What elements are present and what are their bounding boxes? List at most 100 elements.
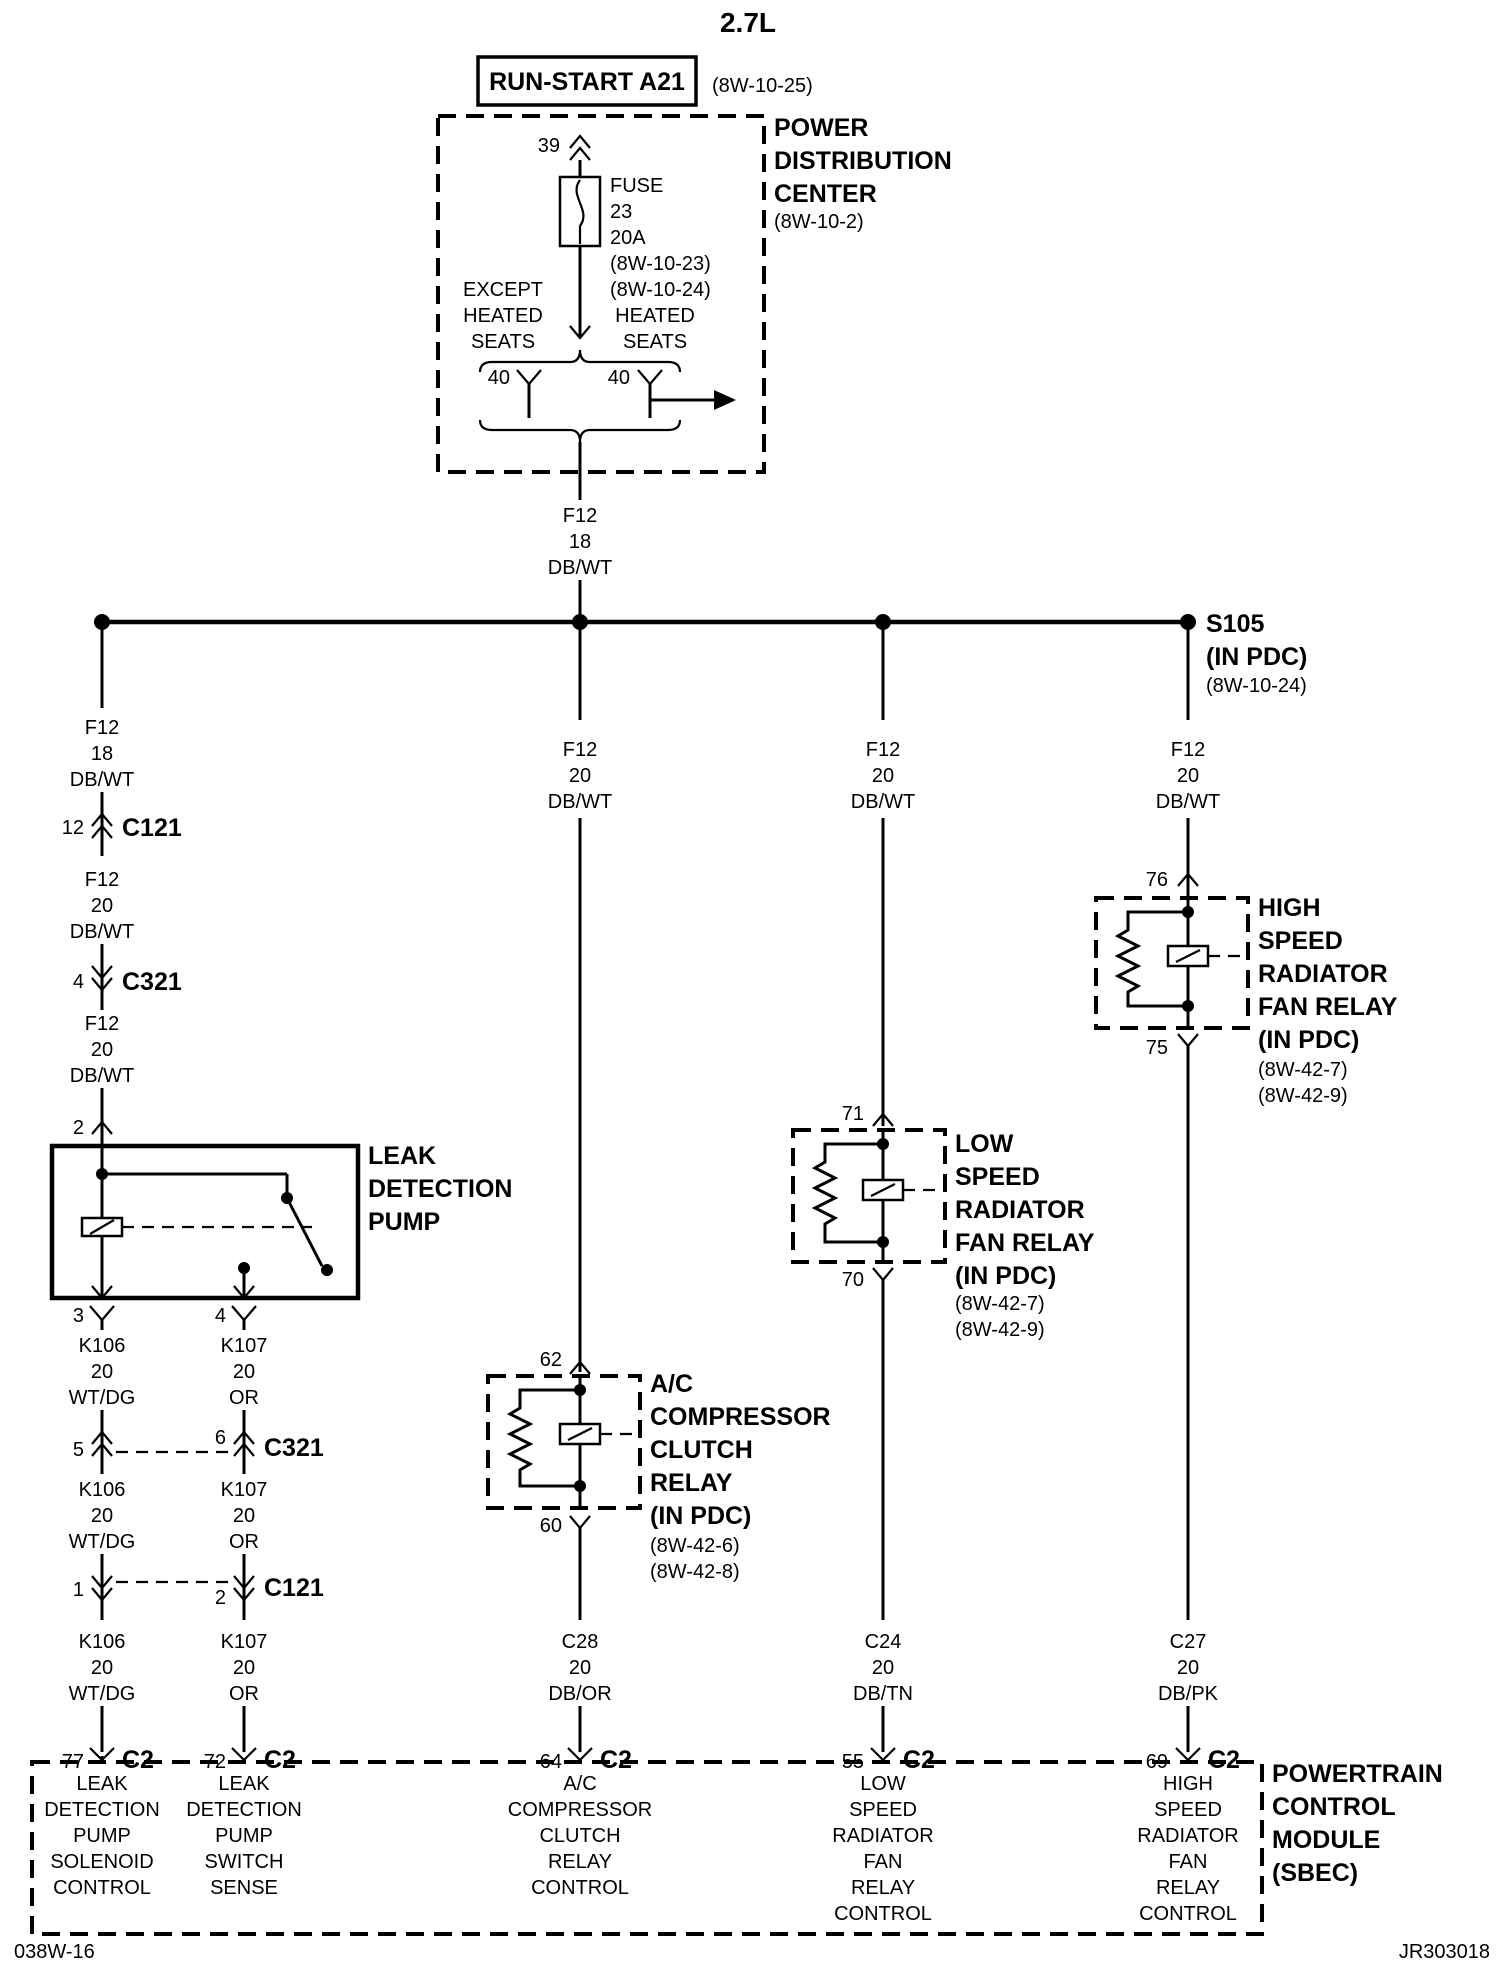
k106-3-line-2: 20 bbox=[91, 1657, 113, 1679]
left-mid-wire-line-2: 20 bbox=[91, 895, 113, 917]
c27-line-2: 20 bbox=[1177, 1657, 1199, 1679]
k107-3-line-1: K107 bbox=[221, 1631, 268, 1653]
c321-k107-pin: 6 bbox=[215, 1427, 226, 1449]
left-top-wire-line-3: DB/WT bbox=[70, 769, 134, 791]
low-name-line-1: LOW bbox=[955, 1130, 1014, 1158]
pdc-ref: (8W-10-2) bbox=[774, 211, 864, 233]
low-name-line-5: (IN PDC) bbox=[955, 1262, 1056, 1290]
pump-name-line-1: LEAK bbox=[368, 1142, 436, 1170]
low-feed-line-3: DB/WT bbox=[851, 791, 915, 813]
pdc-name-line-3: CENTER bbox=[774, 180, 877, 208]
pcm-69-line-3: RADIATOR bbox=[1137, 1825, 1239, 1847]
ac-name-line-2: COMPRESSOR bbox=[650, 1403, 831, 1431]
high-speed-radiator-fan-relay bbox=[1094, 896, 1250, 1030]
left-low-wire-line-1: F12 bbox=[85, 1013, 119, 1035]
k106-2-line-3: WT/DG bbox=[69, 1531, 136, 1553]
ac-compressor-clutch-relay bbox=[486, 1374, 642, 1510]
c28-line-3: DB/OR bbox=[548, 1683, 611, 1705]
diagram-title: 2.7L bbox=[720, 7, 776, 38]
pcm-69-line-6: CONTROL bbox=[1139, 1903, 1237, 1925]
k106-2-line-1: K106 bbox=[79, 1479, 126, 1501]
low-pin-71: 71 bbox=[842, 1103, 864, 1125]
k106-2-line-2: 20 bbox=[91, 1505, 113, 1527]
high-pin-76: 76 bbox=[1146, 869, 1168, 891]
ac-pin-60: 60 bbox=[540, 1515, 562, 1537]
leak-detection-pump bbox=[49, 1143, 361, 1301]
c121-top-pin: 12 bbox=[62, 817, 84, 839]
k107-2-line-3: OR bbox=[229, 1531, 259, 1553]
ac-name-line-3: CLUTCH bbox=[650, 1436, 753, 1464]
pcm-72-line-3: PUMP bbox=[215, 1825, 273, 1847]
high-pin-75: 75 bbox=[1146, 1037, 1168, 1059]
c24-line-1: C24 bbox=[865, 1631, 902, 1653]
power-distribution-center: POWER DISTRIBUTION CENTER (8W-10-2) 39 F… bbox=[436, 114, 952, 500]
pcm-72-line-5: SENSE bbox=[210, 1877, 278, 1899]
ac-ref-2: (8W-42-8) bbox=[650, 1561, 740, 1583]
left-mid-wire-line-3: DB/WT bbox=[70, 921, 134, 943]
pdc-name-line-2: DISTRIBUTION bbox=[774, 147, 952, 175]
pcm-55-line-3: RADIATOR bbox=[832, 1825, 934, 1847]
k107-1-line-2: 20 bbox=[233, 1361, 255, 1383]
k107-3-line-2: 20 bbox=[233, 1657, 255, 1679]
pump-pin-3: 3 bbox=[73, 1305, 84, 1327]
connector-c321-pin-4: 4 C321 bbox=[73, 944, 182, 1010]
fuse-line-3: 20A bbox=[610, 227, 646, 249]
low-pin-70: 70 bbox=[842, 1269, 864, 1291]
c321-k107-name: C321 bbox=[264, 1434, 324, 1462]
pcm-name-line-1: POWERTRAIN bbox=[1272, 1760, 1443, 1788]
c321-k106-pin: 5 bbox=[73, 1439, 84, 1461]
except-heated-line-1: EXCEPT bbox=[463, 279, 543, 301]
pcm-64-line-3: CLUTCH bbox=[539, 1825, 620, 1847]
k106-3-line-3: WT/DG bbox=[69, 1683, 136, 1705]
splice-location: (IN PDC) bbox=[1206, 643, 1307, 671]
pcm-55-line-6: CONTROL bbox=[834, 1903, 932, 1925]
pdc-pin-39: 39 bbox=[538, 135, 560, 157]
fuse-line-2: 23 bbox=[610, 201, 632, 223]
c24-line-3: DB/TN bbox=[853, 1683, 913, 1705]
splice-name: S105 bbox=[1206, 610, 1264, 638]
pcm-77-line-4: SOLENOID bbox=[50, 1851, 153, 1873]
k107-2-line-2: 20 bbox=[233, 1505, 255, 1527]
ac-feed-line-3: DB/WT bbox=[548, 791, 612, 813]
k106-1-line-3: WT/DG bbox=[69, 1387, 136, 1409]
k106-1-line-1: K106 bbox=[79, 1335, 126, 1357]
except-heated-line-2: HEATED bbox=[463, 305, 543, 327]
powertrain-control-module bbox=[30, 1760, 1264, 1936]
pcm-55-line-5: RELAY bbox=[851, 1877, 915, 1899]
fuse-line-4: (8W-10-23) bbox=[610, 253, 711, 275]
left-top-wire-line-1: F12 bbox=[85, 717, 119, 739]
pcm-55-line-2: SPEED bbox=[849, 1799, 917, 1821]
c121-top-name: C121 bbox=[122, 814, 182, 842]
high-name-line-4: FAN RELAY bbox=[1258, 993, 1398, 1021]
low-name-line-2: SPEED bbox=[955, 1163, 1040, 1191]
pcm-name-line-4: (SBEC) bbox=[1272, 1859, 1358, 1887]
k107-1-line-1: K107 bbox=[221, 1335, 268, 1357]
k106-1-line-2: 20 bbox=[91, 1361, 113, 1383]
footer-right: JR303018 bbox=[1399, 1941, 1490, 1963]
main-wire-line-1: F12 bbox=[563, 505, 597, 527]
high-ref-2: (8W-42-9) bbox=[1258, 1085, 1348, 1107]
left-top-wire-line-2: 18 bbox=[91, 743, 113, 765]
heated-line-1: HEATED bbox=[615, 305, 695, 327]
connector-c121-pins-1-2: 1 2 C121 bbox=[73, 1554, 324, 1620]
run-start-label: RUN-START A21 bbox=[489, 68, 685, 96]
splice-bus bbox=[94, 614, 1196, 630]
pdc-pin-40-right: 40 bbox=[608, 367, 630, 389]
pcm-64-line-4: RELAY bbox=[548, 1851, 612, 1873]
pcm-name-line-3: MODULE bbox=[1272, 1826, 1380, 1854]
k107-3-line-3: OR bbox=[229, 1683, 259, 1705]
fuse-line-5: (8W-10-24) bbox=[610, 279, 711, 301]
run-start-box: RUN-START A21 (8W-10-25) bbox=[476, 55, 813, 107]
heated-line-2: SEATS bbox=[623, 331, 687, 353]
pcm-55-line-4: FAN bbox=[864, 1851, 903, 1873]
pcm-64-line-5: CONTROL bbox=[531, 1877, 629, 1899]
pcm-name-line-2: CONTROL bbox=[1272, 1793, 1396, 1821]
high-feed-line-1: F12 bbox=[1171, 739, 1205, 761]
pump-pin-2: 2 bbox=[73, 1117, 84, 1139]
connector-c121-pin-12: 12 C121 bbox=[62, 792, 182, 856]
ac-name-line-4: RELAY bbox=[650, 1469, 733, 1497]
ac-feed-line-2: 20 bbox=[569, 765, 591, 787]
splice-ref: (8W-10-24) bbox=[1206, 675, 1307, 697]
high-feed-line-3: DB/WT bbox=[1156, 791, 1220, 813]
main-wire-line-3: DB/WT bbox=[548, 557, 612, 579]
